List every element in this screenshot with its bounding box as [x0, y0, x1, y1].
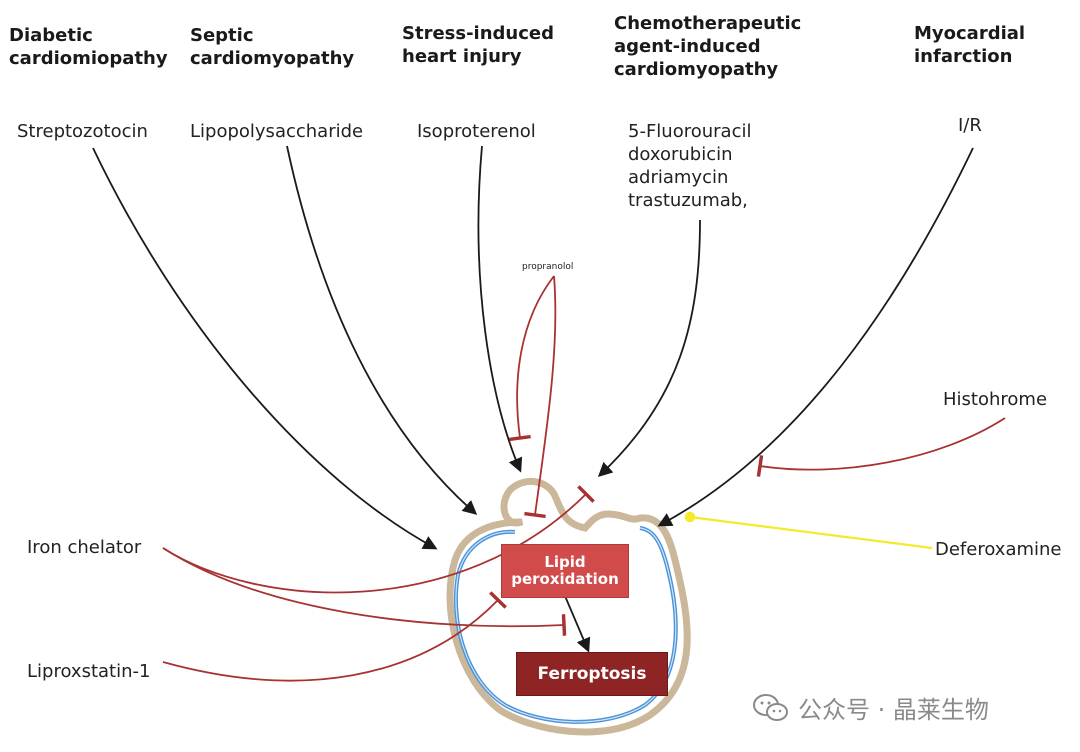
ferroptosis-box: Ferroptosis	[516, 652, 668, 696]
watermark-text: 公众号 · 晶莱生物	[798, 696, 989, 724]
agent-histohrome: Histohrome	[943, 389, 1048, 410]
arrow-chemo-drugs	[597, 219, 701, 477]
header-myocardial-infarction: Myocardial infarction	[914, 23, 1026, 67]
inhibit-liproxstatin	[162, 591, 507, 682]
inhibit-propranolol-isoproterenol	[509, 275, 555, 442]
inhibit-iron-chelator-upper	[162, 485, 595, 594]
lipid-peroxidation-box: Lipid peroxidation	[501, 544, 629, 598]
inhibit-iron-chelator-lower	[162, 547, 567, 636]
header-chemotherapeutic-cardiomyopathy: Chemotherapeutic agent-induced cardiomyo…	[614, 13, 802, 80]
watermark: 公众号 · 晶莱生物	[752, 690, 989, 725]
arrow-isoproterenol	[477, 145, 523, 473]
header-stress-induced-heart-injury: Stress-induced heart injury	[402, 23, 554, 67]
agent-ir: I/R	[958, 115, 982, 136]
arrow-lipopolysaccharide	[286, 145, 478, 515]
agent-streptozotocin: Streptozotocin	[17, 121, 148, 142]
header-diabetic-cardiomyopathy: Diabetic cardiomiopathy	[9, 25, 168, 69]
inhibit-histohrome	[756, 417, 1006, 477]
header-septic-cardiomyopathy: Septic cardiomyopathy	[190, 25, 355, 69]
arrow-lipid-to-ferroptosis	[564, 595, 591, 653]
arrow-deferoxamine	[684, 511, 933, 550]
arrow-streptozotocin	[92, 147, 438, 550]
agent-iron-chelator: Iron chelator	[27, 537, 142, 558]
agent-isoproterenol: Isoproterenol	[417, 121, 536, 142]
agent-deferoxamine: Deferoxamine	[935, 539, 1062, 560]
heart-outer-wall	[446, 478, 691, 736]
wechat-icon	[753, 693, 788, 721]
arrow-ir	[657, 147, 974, 527]
agent-propranolol: propranolol	[522, 262, 574, 272]
agent-liproxstatin-1: Liproxstatin-1	[27, 661, 151, 682]
agent-lipopolysaccharide: Lipopolysaccharide	[190, 121, 364, 142]
agent-chemo-drugs: 5-Fluorouracil doxorubicin adriamycin tr…	[628, 121, 752, 211]
heart-icon	[446, 478, 691, 736]
inhibit-propranolol-heart	[524, 275, 557, 519]
heart-inner-wall-highlight	[455, 527, 677, 723]
